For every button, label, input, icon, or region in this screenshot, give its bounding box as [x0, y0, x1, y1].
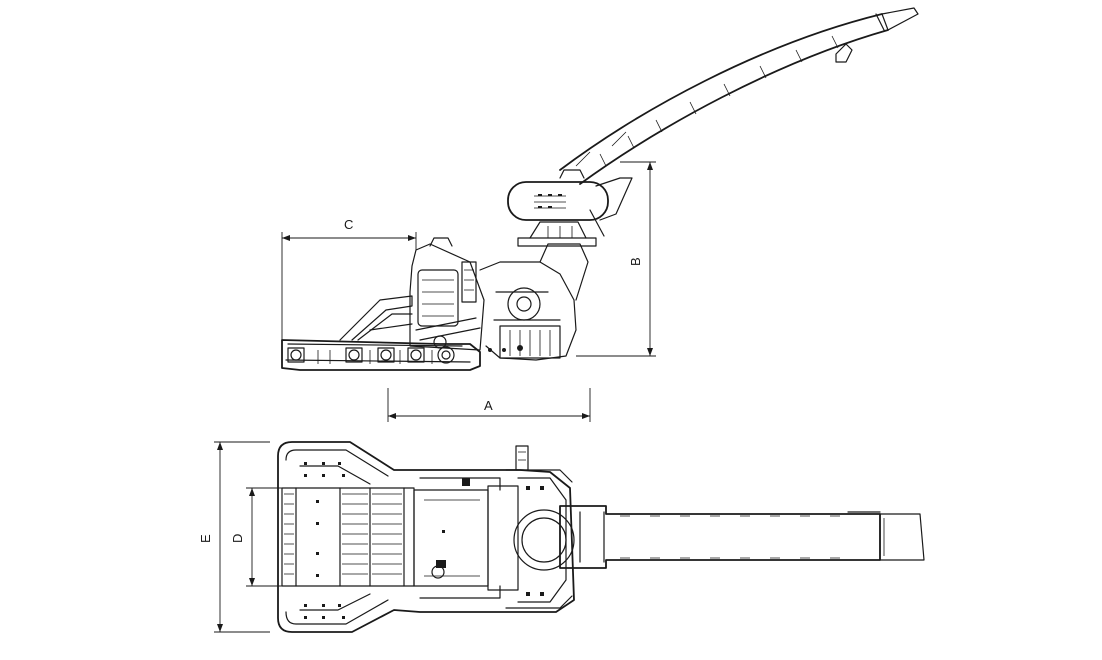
side-cutter-housing — [479, 261, 577, 361]
side-view: C B A — [281, 7, 919, 422]
side-crawler-track — [281, 339, 481, 371]
side-frame — [339, 295, 413, 341]
top-track-area — [281, 487, 415, 587]
side-engine — [409, 237, 485, 351]
dimension-e-label: E — [198, 534, 213, 543]
dimension-c: C — [281, 217, 417, 340]
side-discharge-chute — [559, 7, 919, 185]
top-view: D E — [198, 441, 925, 633]
dimension-d: D — [230, 487, 282, 587]
top-upper-pad-bolts — [304, 462, 345, 477]
dimension-e: E — [198, 441, 270, 633]
top-lower-pad-bolts — [304, 604, 345, 619]
top-blower-section — [487, 445, 575, 609]
side-blower-stand — [517, 221, 597, 301]
dimension-b-label: B — [628, 257, 643, 266]
dimension-a: A — [387, 388, 591, 422]
dimension-a-label: A — [484, 398, 493, 413]
top-outer-frame — [277, 441, 575, 633]
dimension-d-label: D — [230, 534, 245, 543]
top-engine-compartment — [413, 477, 501, 599]
dimension-b: B — [576, 161, 656, 357]
dimension-c-label: C — [344, 217, 353, 232]
top-chute-boom — [559, 505, 925, 569]
side-blower-housing — [507, 169, 633, 237]
